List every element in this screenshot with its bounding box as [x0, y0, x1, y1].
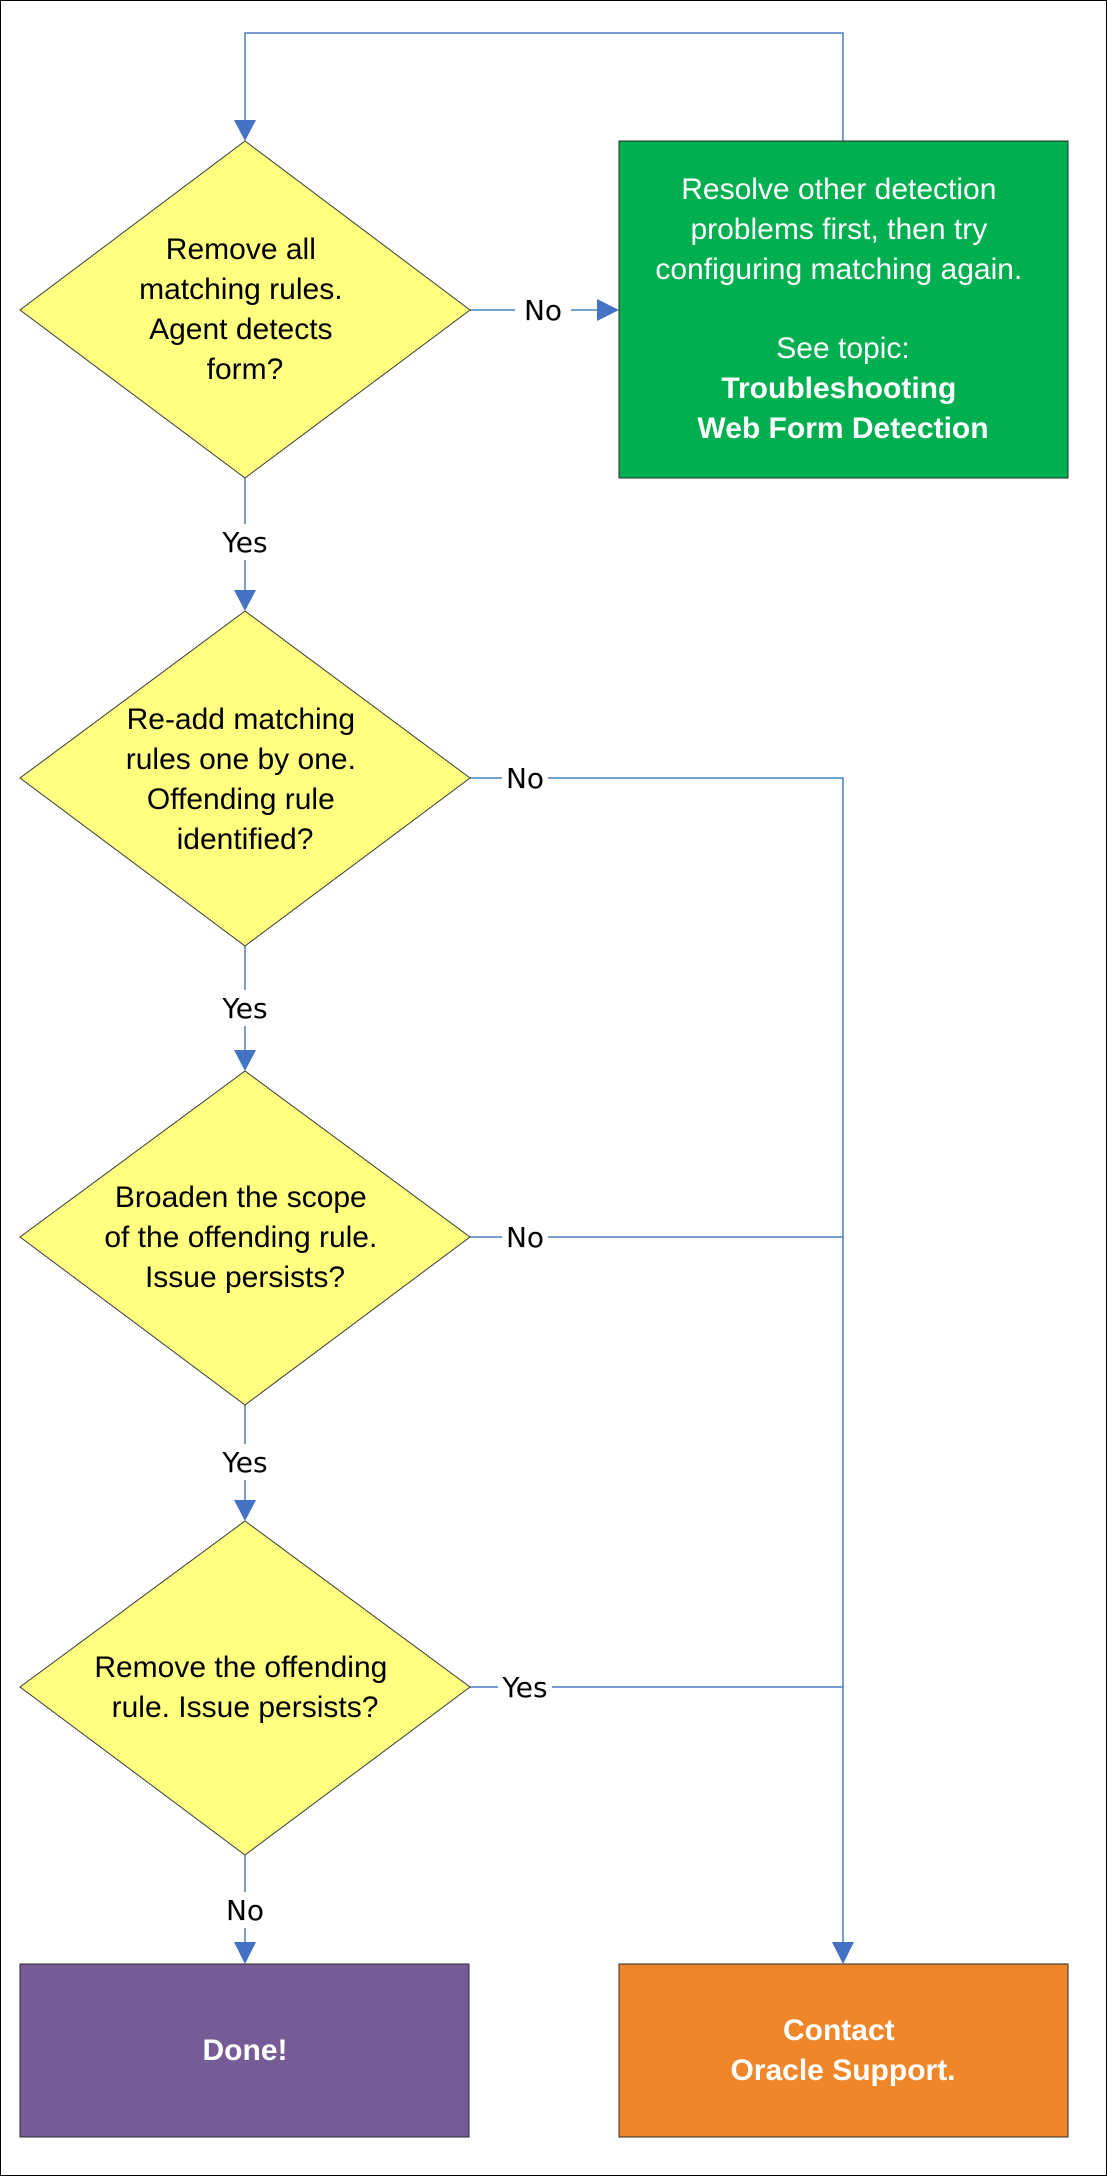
support-text: Contact Oracle Support.: [730, 2014, 955, 2087]
arrowhead-support: [832, 1942, 854, 1964]
decision-4-line-2: rule. Issue persists?: [112, 1691, 379, 1724]
decision-3-line-2: of the offending rule.: [104, 1221, 377, 1254]
edge-label-d1-yes: Yes: [221, 526, 267, 559]
arrowhead-done: [234, 1942, 256, 1964]
decision-diamond: [19, 610, 471, 947]
decision-1-line-1: Remove all: [166, 233, 316, 266]
edge-label-d3-no: No: [506, 1221, 544, 1254]
decision-diamond: [19, 140, 471, 479]
edge-label-d4-yes: Yes: [501, 1671, 547, 1704]
decision-3-line-3: Issue persists?: [145, 1261, 345, 1294]
decision-2-line-1: Re-add matching: [127, 703, 355, 736]
edge-label-d1-no: No: [524, 294, 562, 327]
support-box-rect: [618, 1963, 1069, 2138]
arrowhead-d3-top: [234, 1050, 256, 1071]
arrowhead-d1-top: [234, 120, 256, 141]
decision-1-line-4: form?: [207, 353, 284, 386]
decision-1: Remove all matching rules. Agent detects…: [19, 140, 471, 479]
done-box-rect: [19, 1963, 470, 2138]
label-bg: [502, 760, 548, 796]
label-bg: [210, 1444, 280, 1480]
resolve-box-rect: [618, 140, 1069, 479]
decision-1-line-2: matching rules.: [139, 273, 342, 306]
decision-1-line-3: Agent detects: [149, 313, 332, 346]
decision-4-text: Remove the offending rule. Issue persist…: [94, 1651, 395, 1724]
decision-2-text: Re-add matching rules one by one. Offend…: [126, 703, 365, 856]
decision-2-line-2: rules one by one.: [126, 743, 356, 776]
decision-2-line-4: identified?: [177, 823, 314, 856]
label-bg: [515, 292, 571, 328]
support-line-2: Oracle Support.: [730, 2054, 955, 2087]
resolve-box-text: Resolve other detection problems first, …: [655, 173, 1030, 365]
edge-label-d4-no: No: [226, 1894, 264, 1927]
resolve-box: Resolve other detection problems first, …: [618, 140, 1069, 479]
edge-label-d3-yes: Yes: [221, 1446, 267, 1479]
label-bg: [210, 524, 280, 560]
support-line-1: Contact: [783, 2014, 895, 2047]
arrowhead-d4-top: [234, 1500, 256, 1521]
decision-4-line-1: Remove the offending: [94, 1651, 387, 1684]
decision-3-line-1: Broaden the scope: [115, 1181, 367, 1214]
decision-diamond: [19, 1070, 471, 1406]
decision-2: Re-add matching rules one by one. Offend…: [19, 610, 471, 947]
label-bg: [498, 1669, 552, 1705]
decision-1-text: Remove all matching rules. Agent detects…: [139, 233, 351, 386]
edge-label-d2-yes: Yes: [221, 992, 267, 1025]
resolve-line-3: configuring matching again.: [655, 253, 1022, 286]
label-bg: [215, 1892, 275, 1928]
decision-diamond: [19, 1520, 471, 1856]
resolve-see-topic: See topic:: [776, 332, 909, 365]
troubleshooting-link-line-2[interactable]: Web Form Detection: [697, 412, 988, 445]
edge-label-d2-no: No: [506, 762, 544, 795]
arrowhead-resolve: [597, 299, 619, 321]
troubleshooting-link-line-1[interactable]: Troubleshooting: [721, 372, 956, 405]
support-box: Contact Oracle Support.: [618, 1963, 1069, 2138]
edge-resolve-to-d1: [244, 32, 844, 141]
decision-3: Broaden the scope of the offending rule.…: [19, 1070, 471, 1406]
arrowhead-d2-top: [234, 590, 256, 611]
resolve-line-1: Resolve other detection: [681, 173, 996, 206]
done-label: Done!: [203, 2034, 288, 2067]
label-bg: [210, 990, 280, 1026]
decision-4: Remove the offending rule. Issue persist…: [19, 1520, 471, 1856]
decision-3-text: Broaden the scope of the offending rule.…: [104, 1181, 385, 1294]
resolve-line-2: problems first, then try: [690, 213, 987, 246]
troubleshooting-link[interactable]: Troubleshooting Web Form Detection: [697, 372, 988, 445]
done-box: Done!: [19, 1963, 470, 2138]
label-bg: [502, 1219, 548, 1255]
edge-d2-no-bus: [470, 777, 844, 1945]
decision-2-line-3: Offending rule: [147, 783, 335, 816]
